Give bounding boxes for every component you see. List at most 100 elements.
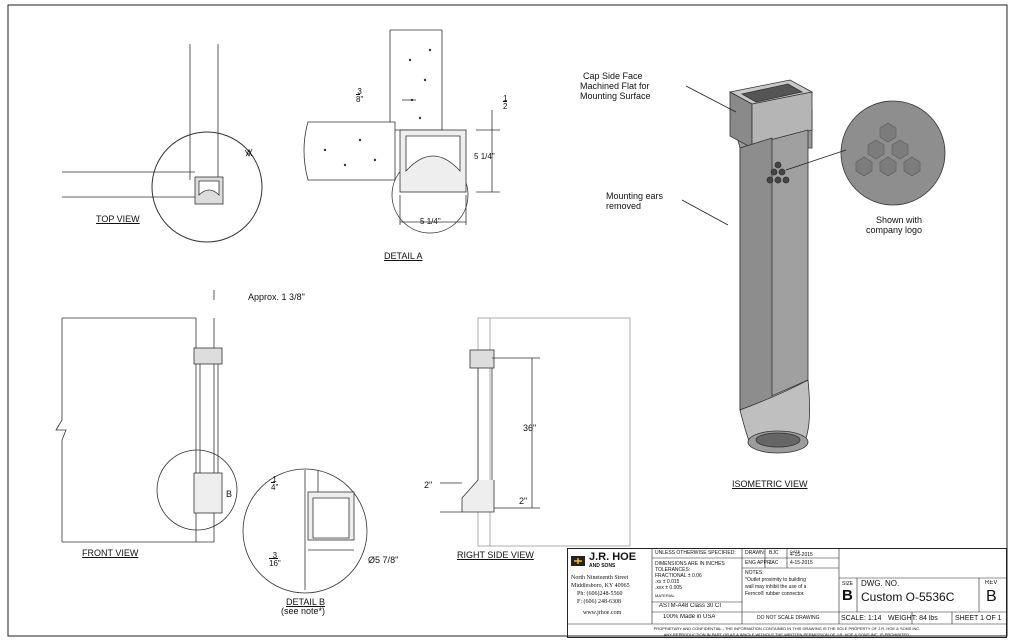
cap-face-callout-line2: Machined Flat for <box>580 81 650 91</box>
dim-height-5-1-4: 5 1/4" <box>474 152 495 161</box>
drawn-label: DRAWN: <box>745 550 766 556</box>
title-block: J.R. HOE AND SONS North Nineteenth Stree… <box>567 548 1007 638</box>
mounting-ears-callout-line2: removed <box>606 201 642 211</box>
dim-whole: 5 <box>474 152 479 161</box>
dim-unit: " <box>275 483 279 492</box>
dim-unit: " <box>437 217 441 226</box>
dim-unit: " <box>277 559 281 568</box>
dim-unit: " <box>301 292 305 302</box>
drawn-date: 4-15-2015 <box>790 552 813 558</box>
date-label: DATE <box>790 549 801 554</box>
dim-diameter-5-7-8: Ø5 7/8" <box>368 555 399 565</box>
made-in-usa: 100% Made in USA <box>663 614 716 620</box>
isometric-view-title: ISOMETRIC VIEW <box>732 479 808 489</box>
drawn-by: BJC <box>769 550 779 556</box>
dim-numerator: 7 <box>382 555 388 565</box>
dim-denominator: 8 <box>390 555 396 565</box>
cap-face-callout-line1: Cap Side Face <box>583 71 643 81</box>
tolerance-fractional: FRACTIONAL ± 0.06 <box>655 573 702 579</box>
logo-note-line1: Shown with <box>876 215 923 225</box>
top-view-drawing <box>62 44 263 243</box>
dim-denominator: 4 <box>433 217 438 226</box>
front-view-drawing <box>55 290 238 543</box>
dwg-no-label: DWG. NO. <box>861 579 900 588</box>
dim-prefix: Approx. 1 <box>248 292 287 302</box>
dim-width-5-1-4: 5 1/4" <box>420 217 441 226</box>
dim-unit: " <box>395 555 399 565</box>
eng-appr-by: JAC <box>769 560 779 566</box>
dim-numerator: 3 <box>272 551 278 560</box>
top-view-title: TOP VIEW <box>96 214 140 224</box>
dim-numerator: 1 <box>426 217 432 226</box>
logo-note-line2: company logo <box>866 225 923 235</box>
front-view-title: FRONT VIEW <box>82 548 139 558</box>
dim-offset-2a: 2" <box>424 480 433 490</box>
size-value: B <box>842 588 853 604</box>
tolerance-xxx: .xxx ± 0.005 <box>655 585 682 591</box>
detail-b-note: (see note*) <box>281 606 326 616</box>
sheet-value: SHEET 1 OF 1 <box>955 615 1002 622</box>
note-line-2: wall may inhibit the use of a <box>745 584 807 590</box>
company-website: www.jrhoe.com <box>583 610 622 616</box>
dim-numerator: 1 <box>480 152 486 161</box>
dim-approx-1-3-8: Approx. 1 3/8" <box>248 292 305 302</box>
address-fax: F: (606) 248-6308 <box>577 599 621 605</box>
dim-whole: 5 <box>420 217 425 226</box>
material-value: ASTM-A48 Class 30 CI <box>659 603 722 609</box>
isometric-view-drawing <box>681 79 946 454</box>
dim-denominator: 2 <box>503 101 508 111</box>
detail-b-drawing <box>242 468 368 594</box>
sheet-border <box>7 4 1008 637</box>
detail-a-drawing <box>303 29 500 234</box>
title-block-grid <box>567 548 1007 638</box>
dim-numerator: 1 <box>272 475 277 484</box>
address-phone: Ph: (606)248-5560 <box>577 591 623 597</box>
proprietary-line-1: PROPRIETARY AND CONFIDENTIAL - THE INFOR… <box>653 626 921 631</box>
note-line-1: *Outlet proximity to building <box>745 577 806 583</box>
dim-denominator: 16 <box>269 558 278 568</box>
rev-label: REV <box>985 580 998 586</box>
detail-a-title: DETAIL A <box>384 251 423 261</box>
notes-label: NOTES: <box>745 570 764 576</box>
address-line-1: North Nineteenth Street <box>571 575 629 581</box>
tolerance-xx: .xx ± 0.015 <box>655 579 680 585</box>
address-line-2: Middlesboro, KY 40965 <box>571 583 630 589</box>
dim-offset-2b: 2" <box>519 496 528 506</box>
dim-numerator: 1 <box>503 94 508 103</box>
dim-denominator: 4 <box>487 152 492 161</box>
right-side-view-title: RIGHT SIDE VIEW <box>457 550 534 560</box>
unless-specified: UNLESS OTHERWISE SPECIFIED: <box>655 550 736 556</box>
dwg-no-value: Custom O-5536C <box>861 591 955 604</box>
dim-numerator: 3 <box>289 292 295 302</box>
tolerances-label: TOLERANCES: <box>655 567 691 573</box>
scale-value: SCALE: 1:14 <box>841 615 882 622</box>
cap-face-callout-line3: Mounting Surface <box>580 91 651 101</box>
dim-denominator: 4 <box>271 482 276 492</box>
detail-a-marker: A <box>246 148 253 158</box>
material-label: MATERIAL <box>655 593 675 598</box>
dim-denominator: 8 <box>296 292 302 302</box>
dim-length-36: 36" <box>523 423 537 433</box>
eng-appr-date: 4-15-2015 <box>790 560 813 566</box>
detail-b-marker: B <box>226 489 233 499</box>
dim-numerator: 3 <box>357 87 362 96</box>
note-line-3: Fernco® rubber connector. <box>745 591 805 597</box>
dim-unit: " <box>491 152 495 161</box>
right-side-view-drawing <box>440 317 631 547</box>
mounting-ears-callout-line1: Mounting ears <box>606 191 664 201</box>
dim-unit: " <box>360 95 364 104</box>
rev-value: B <box>986 588 997 605</box>
weight-value: WEIGHT: 84 lbs <box>888 615 938 622</box>
dim-denominator: 8 <box>356 94 361 104</box>
proprietary-line-2: ANY REPRODUCTION IN PART OR AS A WHOLE W… <box>663 632 911 637</box>
company-name: J.R. HOE <box>589 551 637 563</box>
dim-prefix: Ø5 <box>368 555 381 565</box>
do-not-scale: DO NOT SCALE DRAWING <box>757 615 820 621</box>
detail-b-title: DETAIL B <box>286 597 326 607</box>
